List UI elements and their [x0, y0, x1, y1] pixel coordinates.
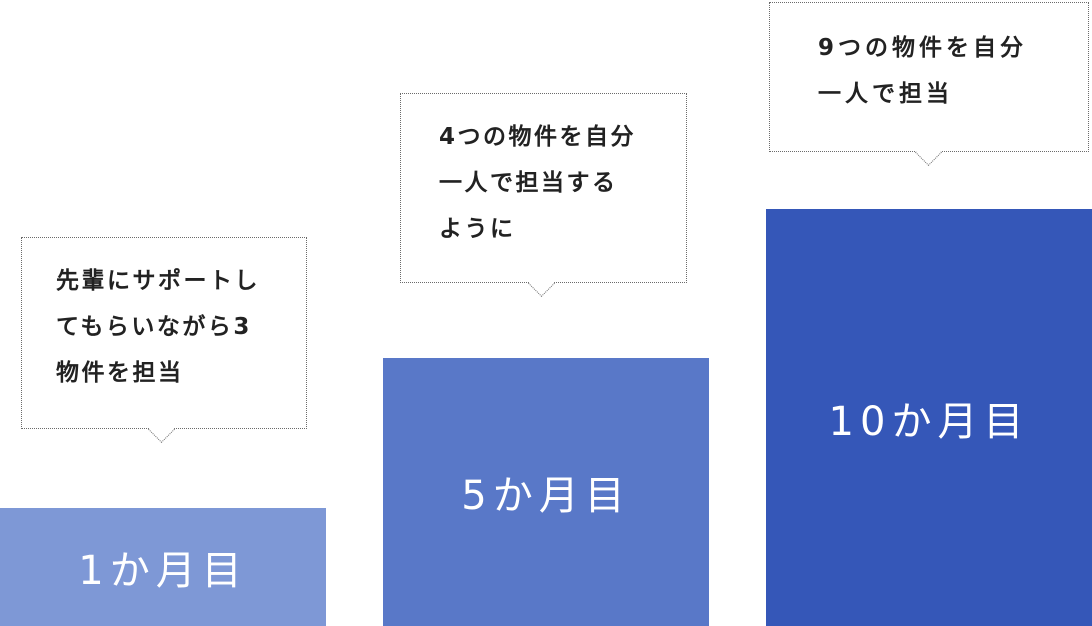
- step-1-speech-bubble: 先輩にサポートし てもらいながら3 物件を担当: [21, 237, 307, 429]
- step-2-note-line: 4つの物件を自分: [439, 124, 637, 150]
- step-2-note-line: ように: [439, 216, 516, 242]
- step-3-note-line: 一人で担当: [818, 81, 953, 107]
- step-3-speech-bubble: 9つの物件を自分 一人で担当: [769, 2, 1089, 152]
- step-1-note-line: てもらいながら3: [56, 314, 252, 340]
- step-1-note-line: 先輩にサポートし: [56, 268, 260, 294]
- step-1-label: 1か月目: [78, 548, 248, 594]
- step-3-label: 10か月目: [828, 398, 1030, 445]
- step-2-speech-bubble: 4つの物件を自分 一人で担当する ように: [400, 93, 687, 283]
- step-2-note-line: 一人で担当する: [439, 170, 618, 196]
- step-3-note-line: 9つの物件を自分: [818, 35, 1028, 61]
- step-2-bar: 5か月目: [383, 358, 709, 626]
- step-1-bar: 1か月目: [0, 508, 326, 626]
- step-1-note-line: 物件を担当: [56, 360, 184, 386]
- step-2-label: 5か月目: [461, 473, 631, 519]
- step-3-bar: 10か月目: [766, 209, 1092, 626]
